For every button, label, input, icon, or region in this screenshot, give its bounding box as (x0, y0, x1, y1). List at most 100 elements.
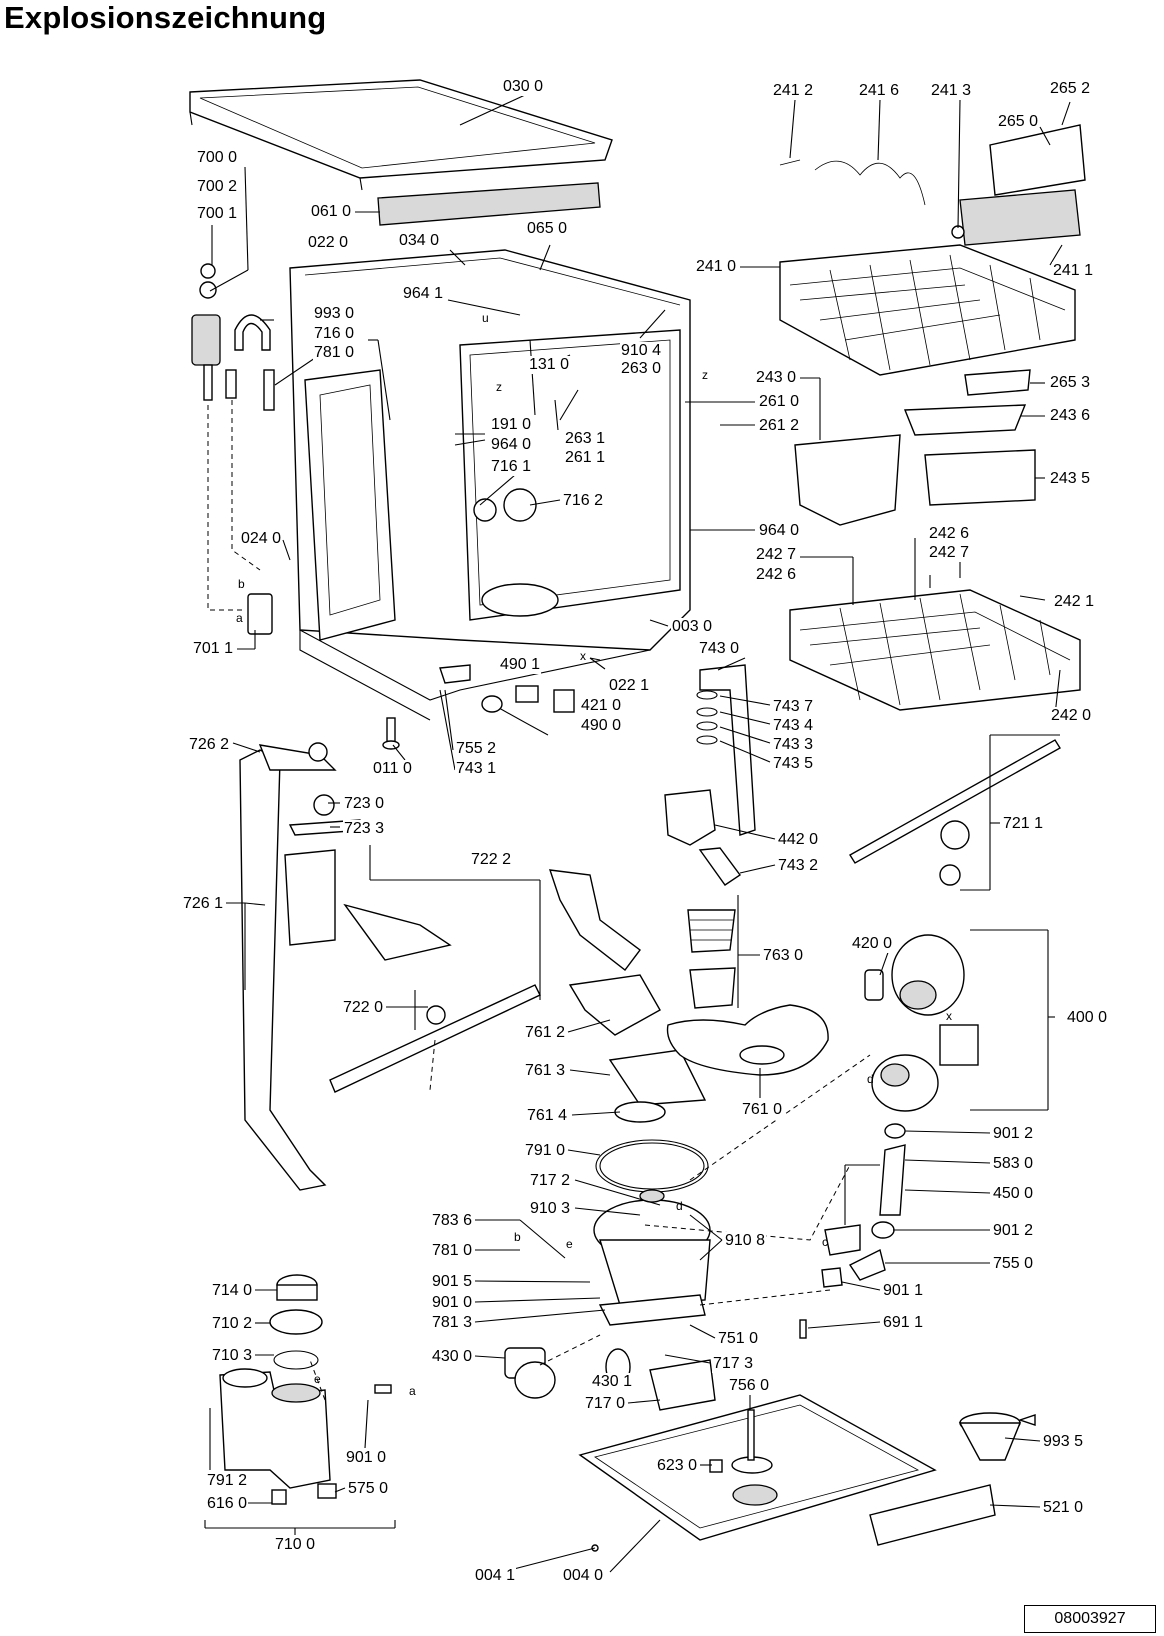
callout-751-0: 751 0 (717, 1330, 760, 1348)
vent-hose-drawing (664, 664, 756, 886)
callout-691-1: 691 1 (882, 1314, 925, 1332)
callout-791-0: 791 0 (523, 1142, 566, 1160)
callout-265-2: 265 2 (1049, 80, 1092, 98)
funnel-drawing (958, 1412, 1036, 1461)
callout-421-0: 421 0 (580, 697, 623, 715)
callout-261-1: 261 1 (564, 449, 607, 467)
lower-spray-arm-drawing (849, 739, 1061, 886)
callout-901-2-a: 901 2 (992, 1125, 1035, 1143)
callout-575-0: 575 0 (347, 1480, 390, 1498)
callout-755-2: 755 2 (455, 740, 498, 758)
callout-004-1: 004 1 (474, 1567, 517, 1585)
pump-drawing (864, 934, 979, 1112)
callout-243-5: 243 5 (1049, 470, 1092, 488)
callout-242-6-a: 242 6 (928, 525, 971, 543)
callout-263-1: 263 1 (564, 430, 607, 448)
filter-drawing (687, 909, 736, 1009)
callout-722-0: 722 0 (341, 999, 384, 1017)
callout-003-0: 003 0 (671, 618, 714, 636)
marker-x-pump: x (946, 1009, 952, 1023)
callout-701-1: 701 1 (191, 640, 234, 658)
callout-964-0-a: 964 0 (490, 436, 533, 454)
leader-lines (204, 94, 1071, 1573)
upper-spray-arm-drawing (284, 794, 541, 1093)
callout-791-2: 791 2 (205, 1472, 248, 1490)
marker-b: b (238, 577, 245, 591)
callout-623-0: 623 0 (655, 1457, 698, 1475)
callout-726-2: 726 2 (187, 736, 230, 754)
callout-242-1: 242 1 (1053, 593, 1096, 611)
upper-rack-drawing (779, 244, 1076, 376)
callout-722-2: 722 2 (470, 851, 513, 869)
callout-430-1: 430 1 (591, 1373, 634, 1391)
callout-901-2-b: 901 2 (992, 1222, 1035, 1240)
callout-717-0: 717 0 (583, 1395, 626, 1413)
callout-022-0: 022 0 (307, 234, 350, 252)
callout-030-0: 030 0 (502, 78, 545, 96)
callout-743-1: 743 1 (455, 760, 498, 778)
callout-743-3: 743 3 (772, 736, 815, 754)
callout-723-3: 723 3 (343, 820, 386, 838)
callout-710-3: 710 3 (210, 1347, 253, 1365)
callout-761-4: 761 4 (525, 1107, 568, 1125)
callout-781-3: 781 3 (430, 1314, 473, 1332)
callout-716-1: 716 1 (490, 458, 533, 476)
marker-a-softener: a (409, 1384, 416, 1398)
callout-490-0: 490 0 (580, 717, 623, 735)
callout-442-0: 442 0 (777, 831, 820, 849)
callout-721-1: 721 1 (1002, 815, 1045, 833)
marker-e: e (566, 1237, 573, 1251)
marker-u: u (482, 311, 489, 325)
callout-714-0: 714 0 (210, 1282, 253, 1300)
kick-panel-drawing (869, 1484, 996, 1546)
callout-024-0: 024 0 (239, 530, 282, 548)
marker-x: x (580, 649, 586, 663)
callout-761-3: 761 3 (523, 1062, 566, 1080)
callout-756-0: 756 0 (728, 1377, 771, 1395)
callout-901-5: 901 5 (430, 1273, 473, 1291)
callout-901-1: 901 1 (882, 1282, 925, 1300)
callout-743-7: 743 7 (772, 698, 815, 716)
callout-131-0: 131 0 (528, 356, 571, 374)
callout-755-0: 755 0 (992, 1255, 1035, 1273)
callout-616-0: 616 0 (205, 1495, 248, 1513)
callout-726-1: 726 1 (181, 895, 224, 913)
callout-034-0: 034 0 (398, 232, 441, 250)
callout-716-0: 716 0 (313, 325, 356, 343)
callout-781-0-b: 781 0 (430, 1242, 473, 1260)
callout-265-0: 265 0 (997, 113, 1040, 131)
callout-521-0: 521 0 (1042, 1499, 1085, 1517)
callout-430-0: 430 0 (430, 1348, 473, 1366)
callout-743-4: 743 4 (772, 717, 815, 735)
callout-061-0: 061 0 (309, 203, 352, 221)
small-parts-drawing (382, 664, 807, 1552)
callout-901-0-a: 901 0 (430, 1294, 473, 1312)
callout-743-0: 743 0 (698, 640, 741, 658)
top-panel-drawing (189, 79, 613, 191)
callout-761-2: 761 2 (523, 1024, 566, 1042)
callout-065-0: 065 0 (526, 220, 569, 238)
sump-assembly-drawing (548, 869, 829, 1411)
marker-d-sump: d (676, 1199, 683, 1213)
callout-242-0: 242 0 (1050, 707, 1093, 725)
callout-717-3: 717 3 (712, 1355, 755, 1373)
lower-rack-drawing (789, 589, 1081, 711)
callout-710-2: 710 2 (210, 1315, 253, 1333)
callout-583-0: 583 0 (992, 1155, 1035, 1173)
base-plate-drawing (578, 1394, 937, 1541)
callout-723-0: 723 0 (343, 795, 386, 813)
callout-700-0: 700 0 (195, 149, 238, 167)
callout-242-6-b: 242 6 (754, 566, 797, 584)
callout-910-8: 910 8 (724, 1232, 767, 1250)
callout-004-0: 004 0 (562, 1567, 605, 1585)
strip-061-drawing (377, 182, 601, 226)
callout-710-0: 710 0 (274, 1536, 317, 1554)
marker-z: z (496, 380, 502, 394)
callout-263-0: 263 0 (620, 360, 663, 378)
callout-781-0-top: 781 0 (313, 344, 356, 362)
callout-400-0: 400 0 (1066, 1009, 1109, 1027)
heater-drawing (821, 1123, 906, 1288)
callout-241-6: 241 6 (858, 82, 901, 100)
callout-261-2: 261 2 (758, 417, 801, 435)
